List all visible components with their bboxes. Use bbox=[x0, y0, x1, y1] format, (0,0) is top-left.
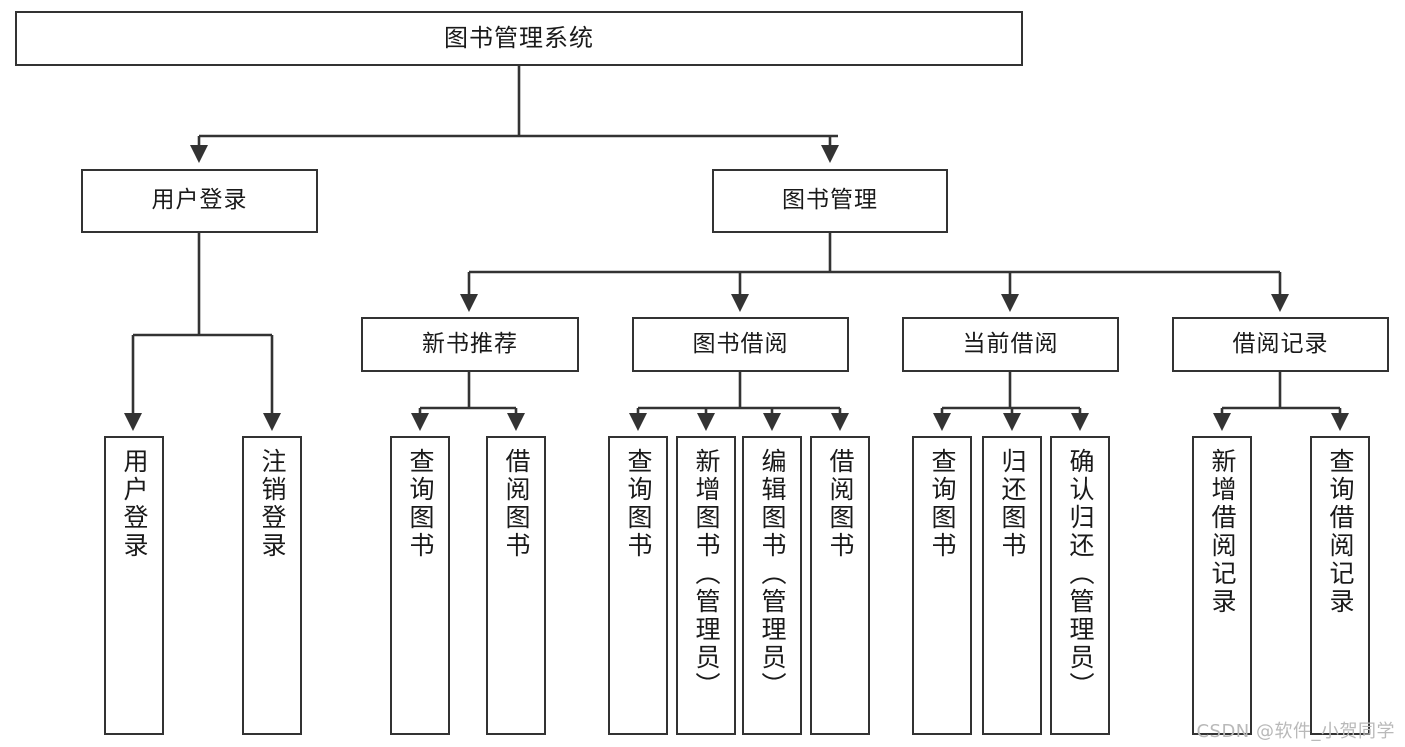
leaf-query-book-recommend[interactable]: 查询图书 bbox=[390, 436, 450, 735]
node-book-management[interactable]: 图书管理 bbox=[712, 169, 948, 233]
node-label: 查询借阅记录 bbox=[1326, 448, 1355, 616]
leaf-query-borrow-record[interactable]: 查询借阅记录 bbox=[1310, 436, 1370, 735]
node-label: 新增图书（管理员） bbox=[692, 448, 721, 700]
node-label: 借阅图书 bbox=[502, 448, 531, 560]
node-label: 编辑图书（管理员） bbox=[758, 448, 787, 700]
leaf-query-book-current[interactable]: 查询图书 bbox=[912, 436, 972, 735]
node-label: 新书推荐 bbox=[422, 330, 518, 357]
node-label: 注销登录 bbox=[258, 448, 287, 560]
node-label: 确认归还（管理员） bbox=[1066, 448, 1095, 700]
node-current-borrow[interactable]: 当前借阅 bbox=[902, 317, 1119, 372]
node-label: 借阅记录 bbox=[1232, 330, 1329, 357]
leaf-user-login[interactable]: 用户登录 bbox=[104, 436, 164, 735]
node-label: 借阅图书 bbox=[826, 448, 855, 560]
node-label: 新增借阅记录 bbox=[1208, 448, 1237, 616]
leaf-add-book-admin[interactable]: 新增图书（管理员） bbox=[676, 436, 736, 735]
node-label: 查询图书 bbox=[624, 448, 653, 560]
node-borrow-record[interactable]: 借阅记录 bbox=[1172, 317, 1389, 372]
node-book-borrow[interactable]: 图书借阅 bbox=[632, 317, 849, 372]
node-label: 图书借阅 bbox=[692, 330, 789, 357]
node-root-book-management-system[interactable]: 图书管理系统 bbox=[15, 11, 1023, 66]
leaf-logout[interactable]: 注销登录 bbox=[242, 436, 302, 735]
leaf-borrow-book[interactable]: 借阅图书 bbox=[810, 436, 870, 735]
leaf-return-book[interactable]: 归还图书 bbox=[982, 436, 1042, 735]
leaf-edit-book-admin[interactable]: 编辑图书（管理员） bbox=[742, 436, 802, 735]
leaf-confirm-return-admin[interactable]: 确认归还（管理员） bbox=[1050, 436, 1110, 735]
node-label: 图书管理 bbox=[782, 187, 878, 214]
node-label: 图书管理系统 bbox=[444, 24, 594, 53]
node-user-login[interactable]: 用户登录 bbox=[81, 169, 318, 233]
node-label: 查询图书 bbox=[928, 448, 957, 560]
watermark-text: CSDN @软件_小贺同学 bbox=[1196, 721, 1395, 742]
leaf-add-borrow-record[interactable]: 新增借阅记录 bbox=[1192, 436, 1252, 735]
node-label: 归还图书 bbox=[998, 448, 1027, 560]
node-label: 当前借阅 bbox=[962, 330, 1059, 357]
node-label: 查询图书 bbox=[406, 448, 435, 560]
leaf-query-book-borrow[interactable]: 查询图书 bbox=[608, 436, 668, 735]
node-label: 用户登录 bbox=[151, 187, 248, 214]
leaf-borrow-book-recommend[interactable]: 借阅图书 bbox=[486, 436, 546, 735]
node-label: 用户登录 bbox=[120, 448, 149, 560]
node-new-book-recommend[interactable]: 新书推荐 bbox=[361, 317, 579, 372]
